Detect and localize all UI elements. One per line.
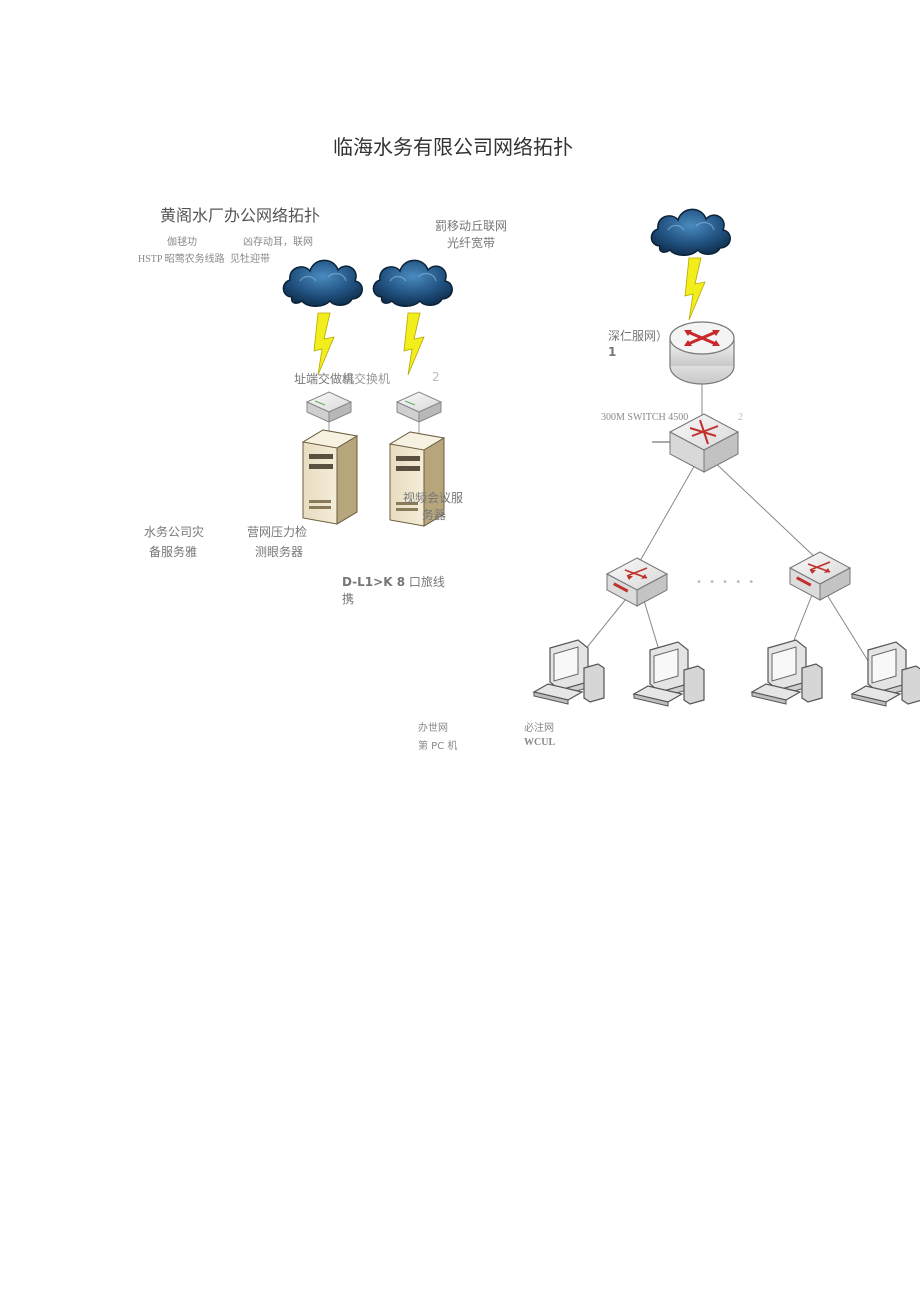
router-label-line1: 深仁服网） — [608, 329, 669, 343]
server-video-label-line1: 视频会议服 — [403, 491, 464, 505]
core-switch-mark: 2 — [738, 412, 743, 423]
internet-link-bolt — [684, 257, 706, 321]
isp-label-line1: 罰移动丘联网 — [435, 219, 508, 233]
pc-icon-1 — [533, 639, 605, 705]
switch-label-a: 址端交做机 — [294, 372, 355, 386]
server-dr-label-line2: 备服务雅 — [149, 545, 198, 559]
edge-switch-1 — [306, 391, 352, 423]
internet-cloud — [650, 208, 731, 257]
core-switch-icon — [668, 413, 740, 473]
isp-label-line2: 光纤宽带 — [447, 236, 496, 250]
note-a: 伽毬功 — [167, 237, 197, 248]
server-pressure-label-line2: 测眼务器 — [255, 545, 304, 559]
server-pressure-label-line1: 营网压力检 — [247, 525, 308, 539]
isp-cloud-1 — [282, 259, 363, 308]
server-dr-label-line1: 水务公司灾 — [144, 525, 205, 539]
server-video-label-line2: 务器 — [422, 508, 447, 522]
page-title: 临海水务有限公司网络拓扑 — [333, 135, 573, 159]
router-icon — [669, 321, 735, 385]
dlink-label-line1: D-L1>K 8 口旅线 — [342, 573, 445, 590]
router-label-line2: 1 — [608, 345, 617, 359]
note-b: 凶存动耳，联网 — [243, 237, 313, 248]
switch-label-c: 2 — [432, 370, 440, 384]
note-d: 见牡迎带 — [230, 254, 270, 265]
core-switch-label: 300M SWITCH 4500 — [601, 412, 689, 423]
pc-label-a-line2: 第 PC 机 — [418, 741, 458, 752]
wan-link-bolt-1 — [313, 312, 335, 376]
isp-cloud-2 — [372, 259, 453, 308]
switch-label-b: 端交换机 — [342, 372, 391, 386]
pc-icon-3 — [751, 639, 823, 705]
pc-label-b-line2: WCUL — [524, 737, 556, 748]
pc-label-b-line1: 必注网 — [524, 723, 554, 734]
more-switches-dots: • • • • • — [696, 577, 757, 588]
dlink-ports: 口旅线 — [408, 575, 445, 589]
note-c: HSTP 昭莺农务线路 — [138, 254, 225, 265]
wan-link-bolt-2 — [403, 312, 425, 376]
dlink-label-line2: 携 — [342, 592, 355, 606]
access-switch-2 — [789, 551, 851, 601]
edge-switch-2 — [396, 391, 442, 423]
pc-icon-2 — [633, 641, 705, 707]
left-section-title: 黄阁水厂办公网络拓扑 — [160, 206, 321, 225]
server-dr — [302, 429, 358, 525]
access-switch-1 — [606, 557, 668, 607]
dlink-model: D-L1>K 8 — [342, 575, 406, 589]
pc-label-a-line1: 办世网 — [418, 723, 448, 734]
right-links — [579, 352, 871, 665]
